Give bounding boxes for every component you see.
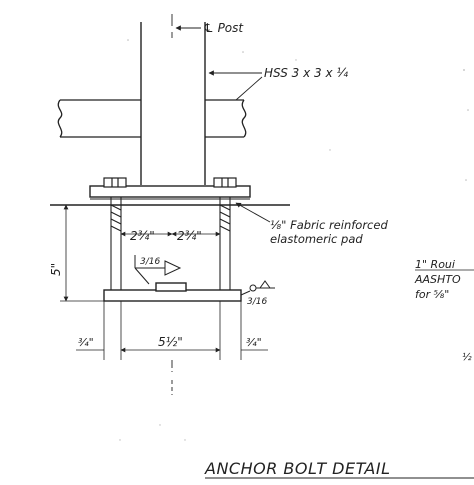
weld-symbol-left — [134, 255, 182, 285]
weld-size-right: 3/16 — [247, 297, 267, 307]
hss-label: HSS 3 x 3 x ¼ — [264, 66, 348, 80]
right-note-4: ½ — [462, 351, 472, 363]
dim-bottom-left: ¾" — [78, 336, 94, 349]
weld-size-left: 3/16 — [140, 257, 160, 267]
post-label: ℄ Post — [203, 21, 244, 35]
right-note-3: for ⅝" — [415, 288, 449, 301]
anchor-nut-right — [213, 177, 237, 188]
dimension-bottom — [76, 301, 268, 360]
anchor-bolt-right — [219, 197, 231, 292]
anchor-plate — [103, 282, 242, 302]
dim-bottom-center: 5½" — [158, 335, 183, 349]
weld-symbol-right — [240, 280, 275, 296]
pad-label-leader — [235, 202, 271, 223]
hss-post — [140, 22, 206, 185]
right-note-2: AASHTO — [414, 273, 461, 286]
right-note-1: 1" Roui — [415, 258, 455, 271]
detail-title: ANCHOR BOLT DETAIL — [204, 459, 390, 478]
anchor-bolt-left — [110, 197, 122, 292]
dim-bottom-right: ¾" — [246, 336, 262, 349]
dim-right-top: 2¾" — [177, 229, 202, 243]
base-plate — [89, 185, 251, 198]
dimension-height — [60, 204, 104, 302]
pad-label-line1: ⅛" Fabric reinforced — [270, 218, 388, 232]
rail-beam — [57, 99, 247, 138]
hss-label-leader-2 — [235, 76, 263, 101]
dim-height: 5" — [49, 263, 63, 276]
pad-label-line2: elastomeric pad — [270, 232, 363, 246]
scan-noise — [119, 39, 469, 441]
dim-left-top: 2¾" — [130, 229, 155, 243]
anchor-nut-left — [103, 177, 127, 188]
